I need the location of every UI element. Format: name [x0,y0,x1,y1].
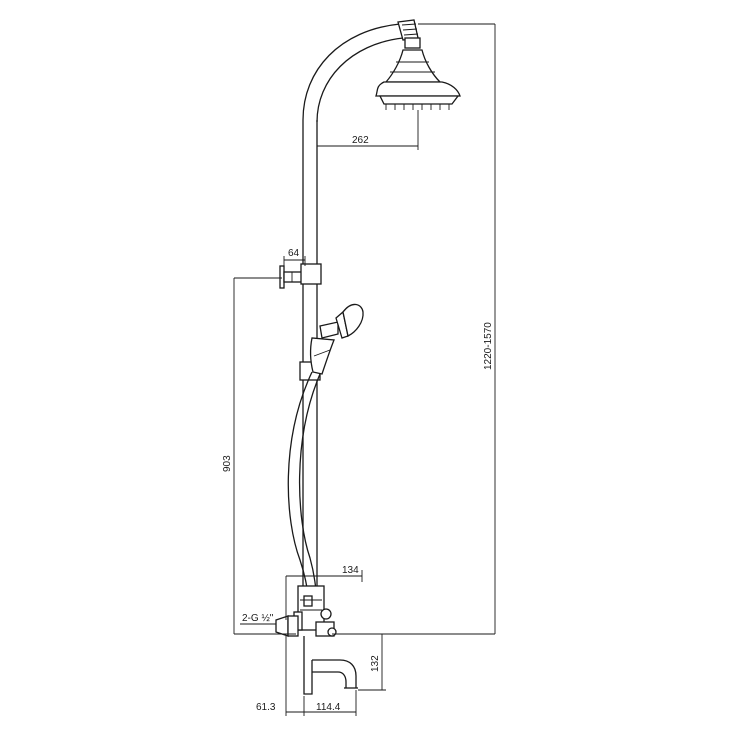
dim-spout-reach: 114.4 [316,702,341,713]
dim-wall-to-valve: 61.3 [256,702,276,713]
dim-bracket-offset: 64 [288,248,300,259]
hand-shower [309,303,364,375]
shower-hose [287,371,321,603]
shower-head [375,37,461,110]
shower-arm [302,19,419,123]
mixer-valve [275,585,337,637]
dim-head-reach: 262 [352,135,369,146]
dim-total-height: 1220-1570 [483,322,494,370]
bath-spout [303,636,358,695]
dim-spout-drop: 132 [370,655,381,672]
wall-bracket [279,263,322,289]
dim-inlet-thread: 2-G ½" [242,613,274,624]
dimension-lines [233,23,496,716]
dim-valve-width: 134 [342,565,359,576]
dim-bracket-height: 903 [222,455,233,472]
